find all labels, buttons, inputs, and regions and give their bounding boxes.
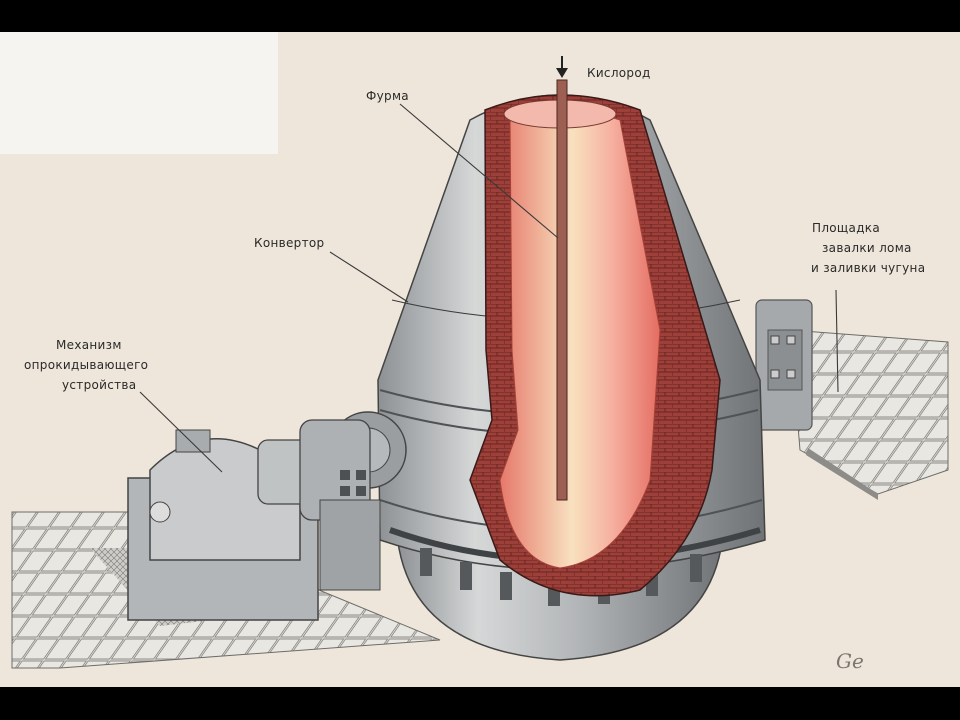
label-converter: Конвертор [254,236,324,250]
label-platform-line3: и заливки чугуна [811,261,925,275]
label-mechanism-line2: опрокидывающего [24,358,148,372]
label-platform-line2: завалки лома [822,241,912,255]
platform-leader-line [835,289,839,393]
lance-leader-line [399,103,559,239]
label-lance: Фурма [366,89,409,103]
scrap-platform [789,329,949,500]
artist-signature: Ge [836,649,864,673]
label-mechanism-line3: устройства [62,378,136,392]
blank-corner [0,32,278,154]
label-platform-line1: Площадка [812,221,880,235]
label-mechanism-line1: Механизм [56,338,122,352]
right-trunnion-bearing [755,299,813,431]
tilting-mechanism [127,419,381,621]
converter-cutaway [469,94,721,597]
converter-leader-line [329,251,409,303]
mechanism-leader-line [139,391,223,473]
label-oxygen: Кислород [587,66,651,80]
oxygen-lance [556,56,568,501]
